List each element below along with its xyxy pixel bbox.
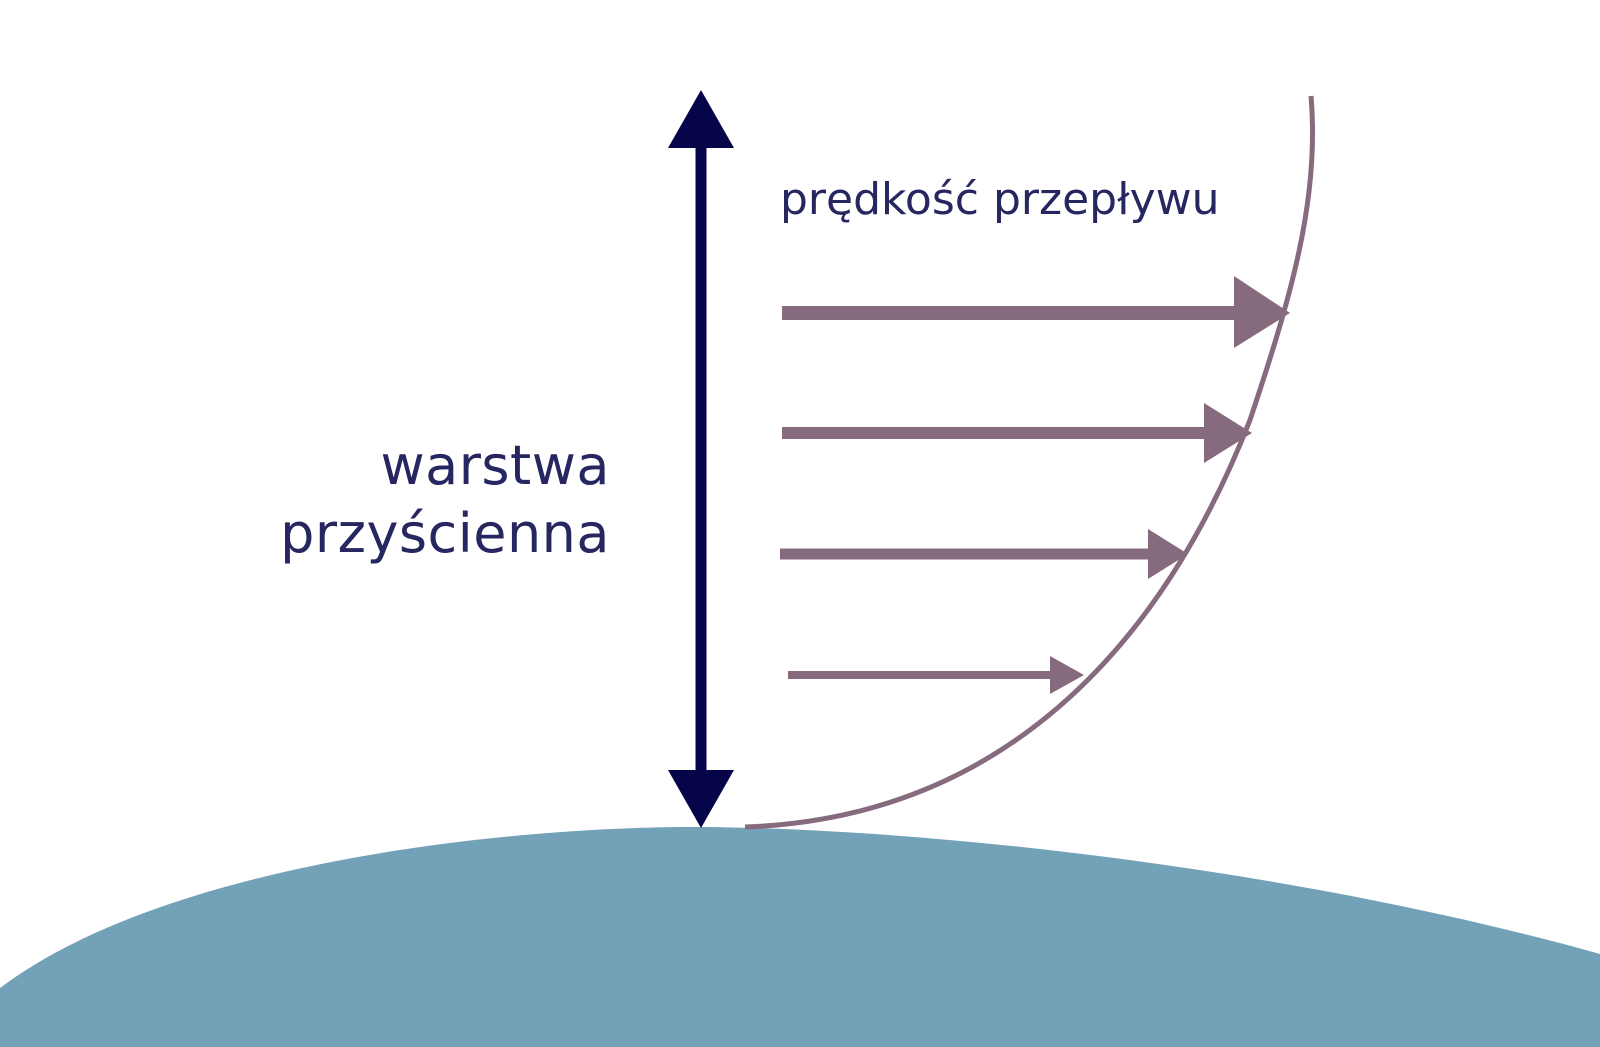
arrow-up-icon	[668, 90, 734, 148]
velocity-arrow-1	[782, 276, 1290, 348]
boundary-layer-label-line-1: warstwa	[380, 434, 610, 497]
flow-velocity-label: prędkość przepływu	[780, 174, 1220, 225]
double-headed-vertical-arrow-icon	[668, 90, 734, 828]
boundary-layer-label: warstwa przyścienna	[280, 432, 610, 568]
arrow-down-icon	[668, 770, 734, 828]
boundary-layer-label-line-2: przyścienna	[280, 502, 610, 565]
right-arrow-icon	[1148, 529, 1188, 579]
velocity-arrows	[780, 276, 1290, 694]
right-arrow-icon	[1204, 403, 1252, 463]
velocity-arrow-3	[780, 529, 1188, 579]
surface-body	[0, 826, 1600, 1047]
velocity-arrow-4	[788, 656, 1084, 694]
velocity-arrow-2	[782, 403, 1252, 463]
right-arrow-icon	[1234, 276, 1290, 348]
right-arrow-icon	[1050, 656, 1084, 694]
velocity-profile-curve	[744, 95, 1316, 830]
